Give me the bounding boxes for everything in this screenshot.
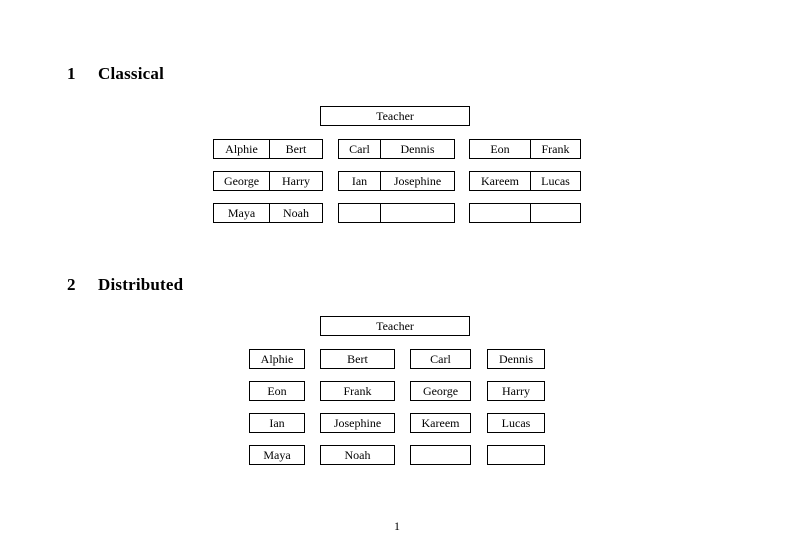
classical-right-row-2: Kareem Lucas [469,171,581,191]
student-cell-empty [380,204,454,222]
student-box: Eon [249,381,305,401]
student-box: Alphie [249,349,305,369]
classical-middle-row-1: Carl Dennis [338,139,455,159]
section-title: Distributed [98,275,184,294]
distributed-teacher-box: Teacher [320,316,470,336]
student-cell: Carl [349,142,370,156]
student-box: Josephine [320,413,395,433]
classical-left-row-2: George Harry [213,171,323,191]
student-cell: Alphie [225,142,258,156]
section-heading-classical: 1 Classical [67,64,164,84]
student-cell-empty [339,204,380,222]
student-box-empty [487,445,545,465]
classical-middle-row-2: Ian Josephine [338,171,455,191]
student-box: Harry [487,381,545,401]
section-number: 2 [67,275,76,294]
student-box: Dennis [487,349,545,369]
student-box: Kareem [410,413,471,433]
section-heading-distributed: 2 Distributed [67,275,183,295]
student-cell: Ian [351,174,368,188]
student-cell: Maya [227,206,256,220]
student-box: Bert [320,349,395,369]
student-cell-empty [530,204,580,222]
student-cell: George [223,174,260,188]
student-cell: Bert [269,140,322,158]
section-number: 1 [67,64,76,83]
student-box: Ian [249,413,305,433]
student-box: Lucas [487,413,545,433]
student-box-empty [410,445,471,465]
classical-left-row-3: Maya Noah [213,203,323,223]
classical-left-row-1: Alphie Bert [213,139,323,159]
page-number: 1 [394,519,400,533]
classical-teacher-box: Teacher [320,106,470,126]
student-cell: Josephine [380,172,454,190]
student-box: Frank [320,381,395,401]
student-box: Maya [249,445,305,465]
classical-right-row-3 [469,203,581,223]
student-cell: Lucas [530,172,580,190]
section-title: Classical [98,64,165,83]
student-cell: Kareem [481,174,519,188]
student-cell-empty [470,204,530,222]
student-box: Carl [410,349,471,369]
student-box: George [410,381,471,401]
student-cell: Noah [269,204,322,222]
student-cell: Dennis [380,140,454,158]
student-box: Noah [320,445,395,465]
student-cell: Eon [490,142,510,156]
student-cell: Frank [530,140,580,158]
student-cell: Harry [269,172,322,190]
classical-middle-row-3 [338,203,455,223]
classical-right-row-1: Eon Frank [469,139,581,159]
